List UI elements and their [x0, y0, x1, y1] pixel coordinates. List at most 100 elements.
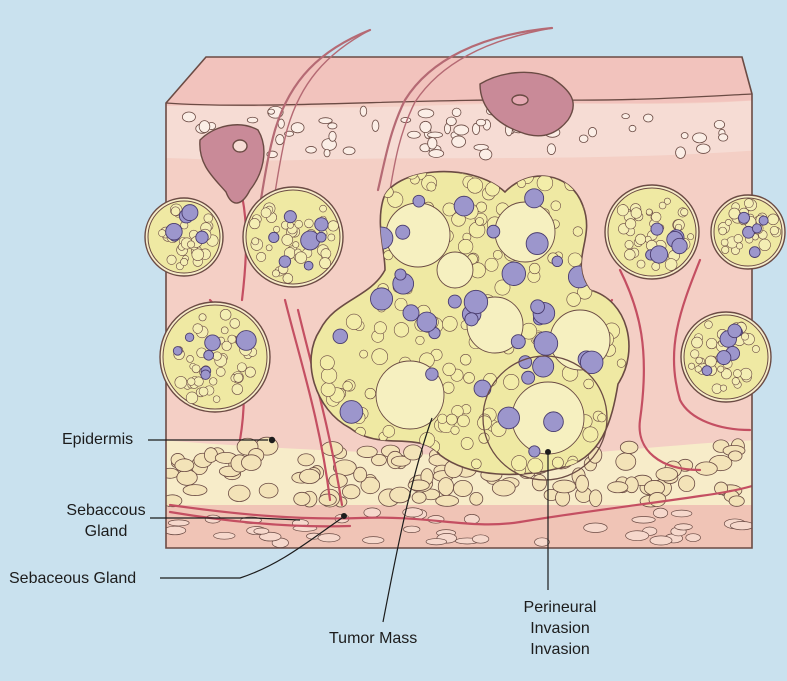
label-tumor-mass: Tumor Mass — [329, 630, 418, 647]
fat-cell — [575, 474, 589, 493]
fat-cell — [453, 479, 473, 497]
fat-cell — [491, 479, 516, 497]
tumor-mass — [310, 170, 630, 481]
fascia-cell — [625, 530, 650, 541]
label-perineural-line2: Invasion — [530, 620, 590, 637]
tumor-nucleus — [463, 289, 489, 315]
fat-cell — [203, 447, 218, 463]
sebocyte — [265, 244, 273, 252]
atypical-nucleus — [649, 245, 669, 264]
sebocyte — [718, 226, 727, 236]
lobule — [680, 311, 772, 403]
sebocyte — [220, 326, 229, 335]
papillary-cell — [419, 120, 432, 134]
fat-cell — [678, 475, 696, 492]
fascia-cell — [534, 537, 550, 547]
tumor-nucleus — [532, 355, 555, 378]
sebocyte — [281, 234, 294, 246]
sebocyte — [733, 234, 743, 244]
tumor-sebocyte — [373, 321, 387, 335]
atypical-nucleus — [204, 334, 221, 351]
tumor-nucleus — [543, 411, 564, 433]
papillary-cell — [328, 130, 337, 142]
tumor-sebocyte — [442, 381, 455, 394]
tumor-sebocyte — [529, 262, 541, 275]
label-sebaccous-gland: Sebaccous Gland — [60, 500, 152, 542]
papillary-cell — [696, 143, 711, 154]
fat-cell — [435, 494, 460, 507]
tumor-nucleus — [416, 311, 438, 333]
sebocyte — [209, 377, 218, 386]
papillary-cell — [327, 122, 338, 130]
atypical-nucleus — [727, 323, 742, 339]
atypical-nucleus — [716, 350, 732, 366]
fat-cell — [619, 440, 639, 454]
tumor-sebocyte — [321, 367, 338, 384]
fat-cell — [241, 454, 262, 471]
sebocyte — [187, 377, 196, 386]
skin-block — [166, 57, 752, 548]
atypical-nucleus — [701, 365, 713, 376]
sebocyte — [272, 269, 280, 278]
sebocyte — [624, 240, 634, 250]
tumor-nucleus — [394, 268, 407, 281]
fat-cell — [390, 455, 411, 467]
sebocyte — [663, 197, 671, 205]
sebocyte — [319, 204, 327, 213]
atypical-nucleus — [172, 346, 183, 356]
tumor-sebocyte — [567, 252, 583, 267]
papillary-cell — [181, 111, 196, 123]
tumor-nucleus — [486, 224, 501, 239]
deep-fascia-cells — [166, 507, 752, 548]
fat-cell — [655, 467, 678, 482]
sebocyte — [704, 320, 713, 329]
papillary-cell — [479, 148, 493, 161]
tumor-nucleus — [521, 370, 536, 385]
sebocyte — [635, 233, 647, 245]
tumor-sebocyte — [536, 174, 554, 192]
atypical-nucleus — [315, 231, 327, 243]
papillary-cell — [451, 135, 466, 148]
atypical-nucleus — [748, 246, 761, 258]
epidermis-surface — [166, 57, 752, 107]
tumor-sebocyte — [359, 349, 368, 359]
fascia-cell — [166, 525, 187, 536]
sebocyte — [664, 258, 678, 271]
tumor-sebocyte — [456, 171, 471, 175]
papillary-cell — [198, 120, 211, 133]
label-epidermis: Epidermis — [62, 431, 134, 448]
atypical-nucleus — [268, 231, 280, 244]
sebocyte — [282, 273, 294, 284]
tumor-nucleus — [497, 406, 520, 430]
papillary-cell — [475, 118, 487, 127]
fascia-cell — [403, 525, 421, 533]
fascia-cell — [363, 507, 381, 518]
tumor-sebocyte — [550, 200, 562, 211]
fat-cell — [648, 492, 667, 507]
sebocyte — [741, 332, 750, 341]
sebocyte — [215, 367, 226, 377]
fat-cell — [174, 458, 195, 473]
papillary-cell — [427, 131, 443, 139]
sebocyte — [758, 238, 771, 252]
tumor-sebocyte — [393, 322, 409, 338]
sebocyte — [166, 254, 177, 265]
tumor-sebocyte — [319, 355, 335, 371]
fat-cell — [353, 466, 368, 483]
tumor-nucleus — [579, 350, 604, 375]
atypical-nucleus — [283, 210, 297, 224]
sebocyte — [767, 213, 779, 226]
sebocyte — [186, 355, 194, 363]
lobule — [144, 197, 224, 277]
tumor-sebocyte — [451, 405, 464, 418]
papillary-cell — [675, 146, 686, 159]
fat-cell — [371, 453, 387, 467]
fat-cell — [607, 481, 629, 494]
papillary-cell — [275, 134, 285, 146]
tumor-sebocyte — [552, 456, 564, 469]
fat-cell — [333, 459, 357, 476]
sebocyte — [625, 218, 637, 230]
tumor-sebocyte — [320, 382, 336, 397]
papillary-cell — [621, 113, 630, 120]
